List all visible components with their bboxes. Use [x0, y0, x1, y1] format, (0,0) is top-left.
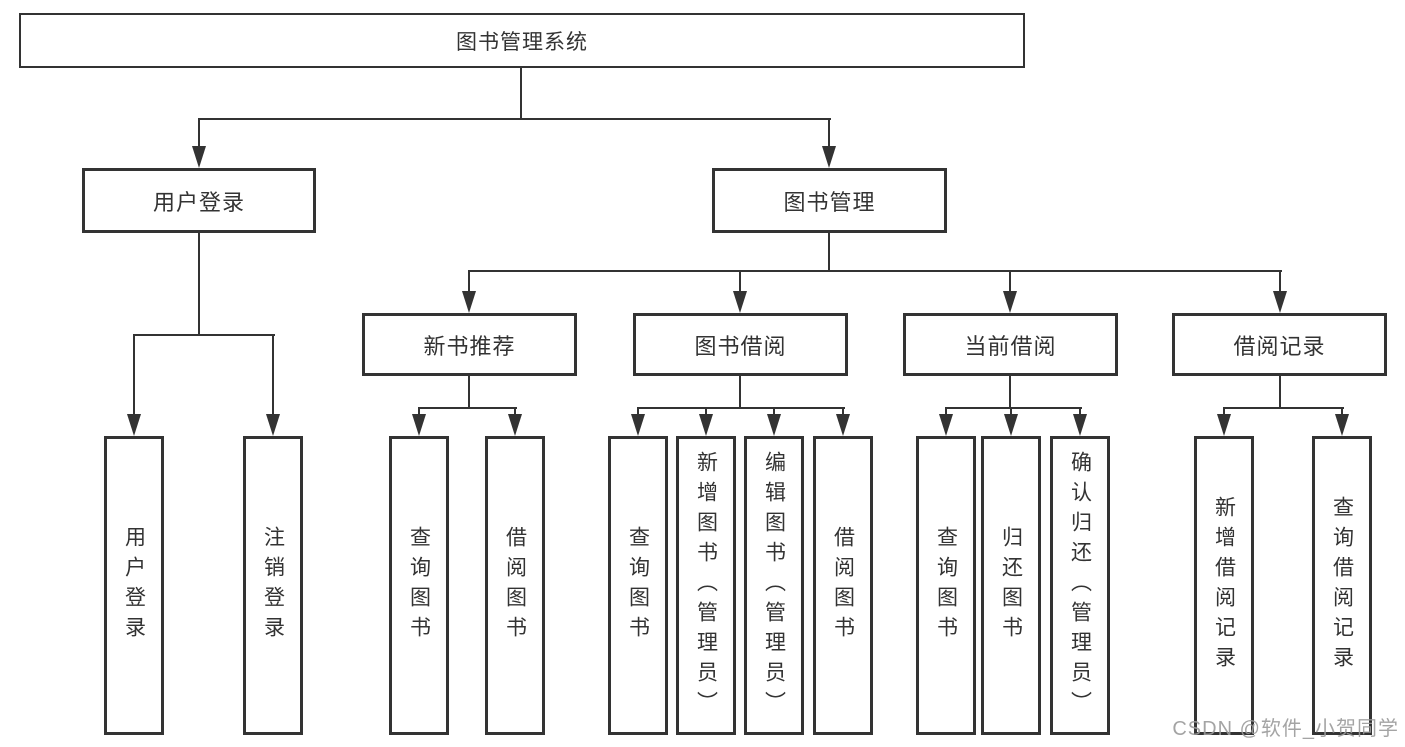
connector-line — [705, 407, 707, 416]
leaf-add-borrow-record: 新增借阅记录 — [1194, 436, 1254, 735]
connector-line — [828, 118, 830, 148]
connector-line — [637, 407, 639, 416]
arrow-down-icon — [1335, 414, 1349, 436]
leaf-query-books-recommend: 查询图书 — [389, 436, 449, 735]
leaf-label: 借阅图书 — [831, 525, 855, 646]
connector-line — [739, 270, 741, 292]
connector-line — [468, 270, 470, 292]
leaf-logout: 注销登录 — [243, 436, 303, 735]
node-book-management: 图书管理 — [712, 168, 947, 233]
connector-line — [198, 118, 200, 148]
leaf-add-books-admin: 新增图书（管理员） — [676, 436, 736, 735]
arrow-down-icon — [1217, 414, 1231, 436]
connector-line — [1010, 407, 1012, 416]
arrow-down-icon — [822, 146, 836, 168]
arrow-down-icon — [699, 414, 713, 436]
leaf-label: 查询图书 — [934, 525, 958, 646]
leaf-borrow-books: 借阅图书 — [813, 436, 873, 735]
connector-line — [1009, 376, 1011, 409]
node-user-login: 用户登录 — [82, 168, 316, 233]
connector-line — [739, 376, 741, 409]
leaf-label: 编辑图书（管理员） — [762, 450, 786, 721]
leaf-label: 新增图书（管理员） — [694, 450, 718, 721]
leaf-label: 查询借阅记录 — [1330, 495, 1354, 676]
leaf-label: 借阅图书 — [503, 525, 527, 646]
connector-line — [418, 407, 517, 409]
connector-line — [1279, 376, 1281, 409]
leaf-label: 注销登录 — [261, 525, 285, 646]
arrow-down-icon — [1003, 291, 1017, 313]
connector-line — [1009, 270, 1011, 292]
leaf-label: 归还图书 — [999, 525, 1023, 646]
connector-line — [133, 334, 275, 336]
connector-line — [1279, 270, 1281, 292]
connector-line — [520, 68, 522, 120]
connector-line — [418, 407, 420, 416]
arrow-down-icon — [767, 414, 781, 436]
arrow-down-icon — [508, 414, 522, 436]
connector-line — [1223, 407, 1225, 416]
arrow-down-icon — [1004, 414, 1018, 436]
connector-line — [468, 270, 1282, 272]
node-new-book-recommend: 新书推荐 — [362, 313, 577, 376]
arrow-down-icon — [192, 146, 206, 168]
leaf-query-books-borrowing: 查询图书 — [608, 436, 668, 735]
leaf-label: 用户登录 — [122, 525, 146, 646]
connector-line — [198, 233, 200, 336]
node-borrowing-records: 借阅记录 — [1172, 313, 1387, 376]
leaf-borrow-books-recommend: 借阅图书 — [485, 436, 545, 735]
connector-line — [198, 118, 831, 120]
connector-line — [468, 376, 470, 409]
leaf-label: 查询图书 — [626, 525, 650, 646]
leaf-confirm-return-admin: 确认归还（管理员） — [1050, 436, 1110, 735]
connector-line — [637, 407, 845, 409]
connector-line — [514, 407, 516, 416]
connector-line — [945, 407, 1082, 409]
node-library-management-system: 图书管理系统 — [19, 13, 1025, 68]
connector-line — [1341, 407, 1343, 416]
arrow-down-icon — [733, 291, 747, 313]
csdn-watermark: CSDN @软件_小贺同学 — [1172, 718, 1399, 740]
leaf-query-borrow-record: 查询借阅记录 — [1312, 436, 1372, 735]
arrow-down-icon — [1273, 291, 1287, 313]
connector-line — [1079, 407, 1081, 416]
connector-line — [828, 233, 830, 272]
arrow-down-icon — [939, 414, 953, 436]
arrow-down-icon — [631, 414, 645, 436]
arrow-down-icon — [462, 291, 476, 313]
leaf-label: 新增借阅记录 — [1212, 495, 1236, 676]
node-current-borrowing: 当前借阅 — [903, 313, 1118, 376]
arrow-down-icon — [412, 414, 426, 436]
arrow-down-icon — [836, 414, 850, 436]
connector-line — [945, 407, 947, 416]
leaf-label: 查询图书 — [407, 525, 431, 646]
connector-line — [133, 334, 135, 416]
connector-line — [842, 407, 844, 416]
leaf-user-login: 用户登录 — [104, 436, 164, 735]
leaf-return-books: 归还图书 — [981, 436, 1041, 735]
arrow-down-icon — [266, 414, 280, 436]
arrow-down-icon — [127, 414, 141, 436]
connector-line — [773, 407, 775, 416]
node-book-borrowing: 图书借阅 — [633, 313, 848, 376]
leaf-query-books-current: 查询图书 — [916, 436, 976, 735]
connector-line — [1223, 407, 1344, 409]
arrow-down-icon — [1073, 414, 1087, 436]
leaf-label: 确认归还（管理员） — [1068, 450, 1092, 721]
connector-line — [272, 334, 274, 416]
leaf-edit-books-admin: 编辑图书（管理员） — [744, 436, 804, 735]
